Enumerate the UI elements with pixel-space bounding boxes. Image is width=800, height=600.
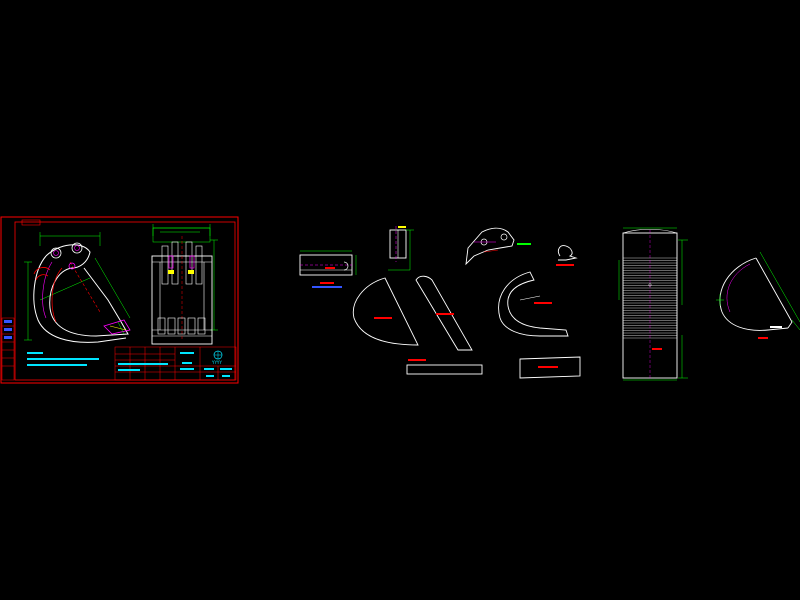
- part-rolled-shell: [618, 227, 688, 381]
- part-strip-plate-1: [406, 359, 483, 375]
- part-curved-plate: [498, 271, 569, 337]
- sheet-outer-border: [0, 216, 239, 384]
- part-rectangular-plate: [299, 250, 357, 288]
- part-side-profile: [716, 251, 800, 339]
- part-ear-plate: [465, 227, 531, 266]
- bucket-shell-outline: [45, 244, 129, 337]
- company-logo-icon: [213, 350, 223, 360]
- part-side-plate: [352, 277, 419, 346]
- title-block: [114, 346, 237, 381]
- bucket-side-view: [24, 232, 131, 343]
- sheet-drawing-number-box: [21, 219, 41, 226]
- bucket-front-view: [151, 224, 218, 345]
- hook-part-icon: [557, 245, 578, 261]
- part-vertical-plate: [388, 226, 414, 271]
- front-view-dimensions: [152, 224, 218, 331]
- title-block-logo-text: YYYY: [211, 360, 222, 365]
- part-hook: [556, 245, 578, 266]
- technical-notes: [27, 352, 99, 366]
- bucket-tooth-icon: [103, 319, 131, 335]
- part-strip-plate-2: [519, 356, 581, 379]
- sheet-side-label-column: [1, 317, 15, 381]
- part-rib-plate: [415, 275, 473, 351]
- ear-plate-icon: [465, 227, 515, 266]
- pin-boss-icon: [71, 242, 83, 254]
- pin-boss-icon: [50, 247, 62, 259]
- title-block-text: YYYY: [118, 350, 232, 377]
- front-teeth: [157, 317, 206, 335]
- bucket-outer-curve: [33, 255, 127, 343]
- drawing-sheet: YYYY: [0, 216, 239, 384]
